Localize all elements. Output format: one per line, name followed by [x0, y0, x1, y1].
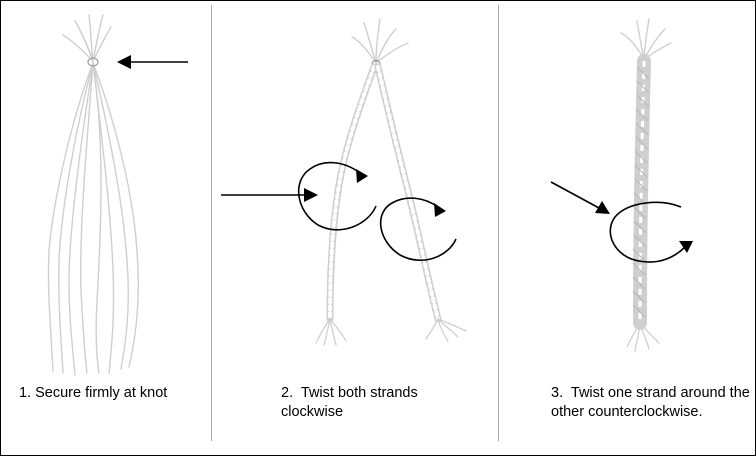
bottom-tuft: [626, 322, 660, 352]
counterclockwise-rotation-arrow: [609, 201, 693, 263]
step-number: 1.: [19, 385, 32, 401]
braided-rope: [632, 54, 651, 330]
bottom-tufts: [315, 318, 467, 346]
step-1-illustration: [47, 14, 188, 376]
step-1-caption: 1. Secure firmly at knot: [19, 384, 205, 403]
panel-divider: [211, 5, 212, 441]
clockwise-rotation-arrow: [297, 161, 377, 231]
step-number: 3.: [551, 385, 564, 401]
step-2-panel: 2. Twist both strands clockwise: [212, 1, 498, 455]
step-number: 2.: [281, 385, 294, 401]
right-twisted-strand: [374, 63, 442, 323]
pointer-arrow: [550, 181, 610, 214]
knot: [87, 57, 99, 67]
step-3-caption: 3. Twist one strand around the other cou…: [551, 384, 751, 422]
step-1-panel: 1. Secure firmly at knot: [1, 1, 211, 455]
step-2-illustration: [221, 18, 467, 346]
step-2-caption: 2. Twist both strands clockwise: [281, 384, 481, 422]
loose-strands: [47, 14, 139, 376]
left-twisted-strand: [326, 63, 378, 323]
step-3-panel: 3. Twist one strand around the other cou…: [499, 1, 755, 455]
pointer-arrow: [221, 188, 318, 202]
panel-divider: [498, 5, 499, 441]
step-text: Twist one strand around the other counte…: [551, 385, 750, 420]
top-tuft: [351, 18, 409, 64]
step-text: Twist both strands clockwise: [281, 385, 418, 420]
top-tuft: [620, 18, 672, 60]
pointer-arrow: [117, 55, 188, 69]
clockwise-rotation-arrow: [379, 197, 457, 261]
step-3-illustration: [550, 18, 693, 352]
step-text: Secure firmly at knot: [35, 385, 168, 401]
